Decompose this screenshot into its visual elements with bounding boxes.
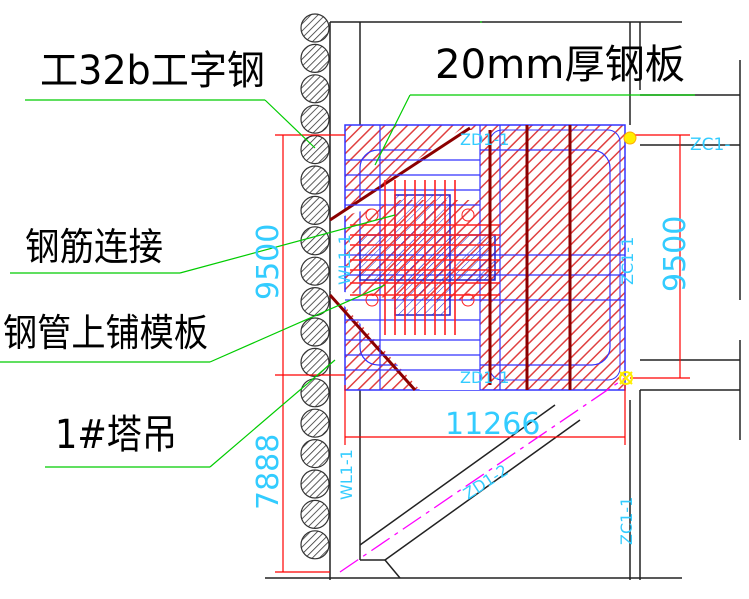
member-zc1-bottom: ZC1-1	[617, 497, 636, 545]
pile-circle	[300, 135, 330, 165]
pile-row	[300, 13, 330, 560]
label-steel-plate: 20mm厚钢板	[435, 42, 685, 88]
member-zc1-right-vertical: ZC1-1	[618, 237, 637, 285]
pile-circle	[300, 13, 330, 43]
pile-circle	[300, 317, 330, 347]
structural-gridlines	[265, 21, 741, 580]
member-zc1-top-right: ZC1-	[690, 135, 730, 155]
dim-bottom: 11266	[445, 407, 540, 442]
pile-circle	[300, 499, 330, 530]
dimension-lines	[275, 134, 690, 573]
pile-circle	[300, 165, 330, 195]
anchor-circles	[365, 208, 475, 307]
dim-right: 9500	[658, 216, 693, 292]
member-zd1-bottom: ZD1-1	[460, 368, 509, 387]
label-rebar-connection: 钢筋连接	[25, 225, 163, 269]
pile-circle	[300, 226, 330, 256]
dim-left-upper: 9500	[251, 224, 286, 300]
member-wl1-lower: WL1-1	[337, 449, 356, 500]
dim-left-lower: 7888	[251, 434, 286, 510]
pile-circle	[300, 408, 330, 438]
pile-circle	[300, 195, 330, 225]
pile-circle	[300, 530, 330, 560]
pile-circle	[300, 74, 330, 104]
label-tower-crane: 1#塔吊	[55, 412, 177, 458]
rebar-grid	[350, 180, 500, 335]
diagonal-brace	[339, 377, 626, 573]
annotation-leaders	[0, 21, 695, 468]
label-i-beam: 工32b工字钢	[40, 48, 265, 94]
pile-circle	[300, 43, 330, 74]
pile-circle	[300, 469, 330, 499]
pile-circle	[300, 347, 330, 377]
label-formwork: 钢管上铺模板	[3, 311, 208, 355]
member-wl1-inner: WL1-1	[335, 234, 354, 285]
yellow-nodes	[619, 131, 637, 385]
dark-columns	[488, 125, 572, 390]
pile-circle	[300, 378, 330, 408]
pile-circle	[300, 439, 330, 469]
pile-circle	[300, 104, 330, 134]
member-zd1-top: ZD1-1	[460, 130, 509, 149]
pile-circle	[300, 256, 330, 286]
